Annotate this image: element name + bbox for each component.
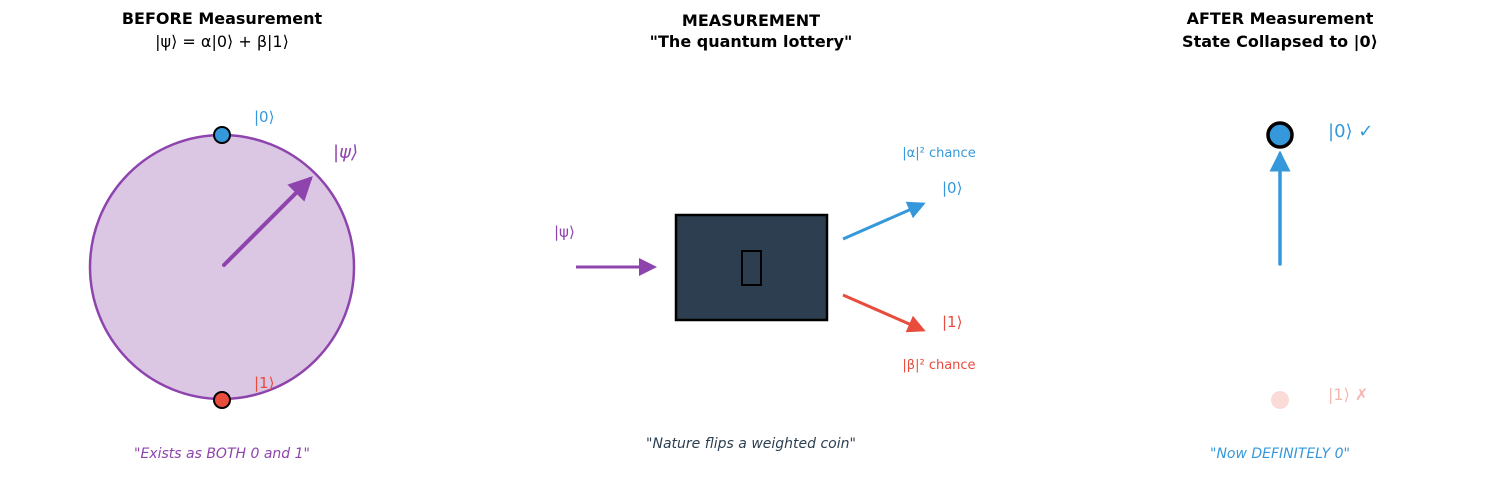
after-title: AFTER Measurement — [1187, 9, 1374, 28]
outcome-one-label: |1⟩ — [942, 313, 962, 331]
measurement-title: MEASUREMENT — [682, 11, 820, 30]
measurement-subtitle: "The quantum lottery" — [650, 32, 853, 51]
measurement-caption: "Nature flips a weighted coin" — [646, 436, 856, 452]
before-caption: "Exists as BOTH 0 and 1" — [134, 446, 310, 462]
zero-label: |0⟩ — [254, 108, 274, 126]
state-equation: |ψ⟩ = α|0⟩ + β|1⟩ — [155, 32, 289, 51]
zero-state-dot — [1266, 121, 1294, 149]
beta-chance-label: |β|² chance — [902, 358, 975, 373]
before-panel: BEFORE Measurement |ψ⟩ = α|0⟩ + β|1⟩ |0⟩… — [88, 9, 358, 462]
after-panel: AFTER Measurement State Collapsed to |0⟩… — [1182, 9, 1378, 462]
faded-one-state-dot — [1271, 391, 1289, 409]
before-title: BEFORE Measurement — [122, 9, 323, 28]
one-rejected-label: |1⟩ ✗ — [1328, 385, 1368, 404]
outcome-zero-arrow — [842, 201, 926, 241]
state-vector-arrow — [222, 176, 313, 267]
measurement-box — [674, 213, 829, 322]
measurement-panel: MEASUREMENT "The quantum lottery" |ψ⟩ |α… — [554, 11, 976, 452]
zero-confirmed-label: |0⟩ ✓ — [1328, 121, 1373, 142]
bloch-circle — [88, 133, 356, 401]
one-label: |1⟩ — [254, 374, 274, 392]
alpha-chance-label: |α|² chance — [902, 146, 975, 161]
outcome-one-arrow — [842, 293, 926, 333]
input-psi-label: |ψ⟩ — [554, 223, 575, 241]
dice-icon — [741, 250, 762, 286]
after-caption: "Now DEFINITELY 0" — [1210, 446, 1350, 462]
zero-state-dot — [213, 126, 231, 144]
psi-label: |ψ⟩ — [333, 142, 358, 163]
one-state-dot — [213, 391, 231, 409]
outcome-zero-label: |0⟩ — [942, 179, 962, 197]
after-subtitle: State Collapsed to |0⟩ — [1182, 32, 1378, 52]
